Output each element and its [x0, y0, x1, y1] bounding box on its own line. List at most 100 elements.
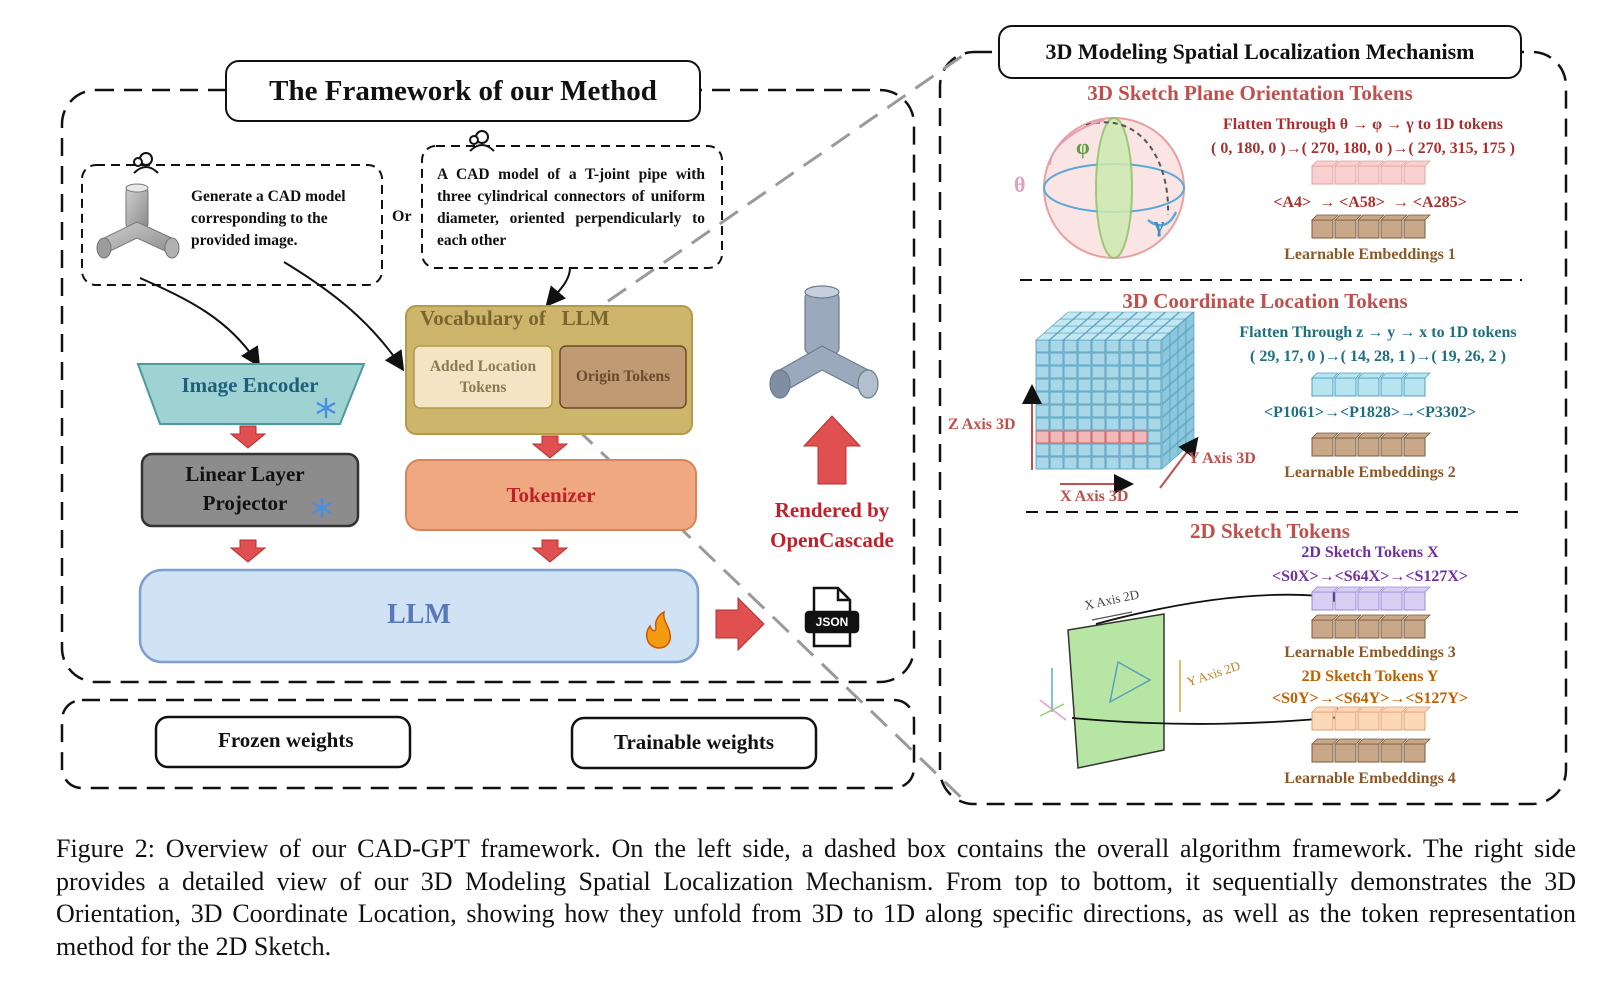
json-file-icon — [804, 586, 860, 648]
voxel-cell — [1091, 391, 1106, 405]
voxel-cell — [1119, 378, 1134, 392]
token-cell — [1311, 165, 1334, 185]
voxel-side — [1185, 350, 1195, 371]
voxel-cell — [1147, 443, 1162, 457]
token-cell — [1334, 219, 1357, 239]
voxel-cell — [1091, 404, 1106, 418]
trainable-legend-box — [570, 716, 818, 770]
added-location-tokens-block — [413, 345, 553, 409]
sketch-y-token-strip — [1311, 706, 1431, 731]
voxel-cell — [1035, 456, 1050, 470]
orientation-sphere — [1043, 117, 1185, 259]
voxel-top — [1157, 311, 1180, 320]
voxel-cell — [1049, 456, 1064, 470]
sketch-x-tokens: <S0X>→<S64X>→<S127X> — [1271, 568, 1469, 585]
token-cell — [1311, 711, 1334, 731]
token-cell — [1311, 619, 1334, 639]
token-cell — [1334, 591, 1357, 611]
voxel-cell — [1133, 378, 1148, 392]
token-cell-top — [1380, 214, 1408, 221]
voxel-cell — [1119, 339, 1134, 353]
token-cell-top — [1311, 614, 1339, 621]
voxel-cell — [1105, 365, 1120, 379]
mechanism-title: 3D Modeling Spatial Localization Mechani… — [998, 25, 1522, 79]
voxel-cell — [1105, 339, 1120, 353]
llm-label: LLM — [387, 599, 451, 630]
embedding-strip-4 — [1311, 738, 1431, 763]
coordinate-heading: 3D Coordinate Location Tokens — [1122, 288, 1408, 313]
voxel-cell — [1105, 456, 1120, 470]
token-cell — [1357, 377, 1380, 397]
token-cell — [1311, 743, 1334, 763]
added-location-tokens-label: Added Location Tokens — [429, 358, 537, 396]
token-cell — [1357, 591, 1380, 611]
token-cell — [1357, 437, 1380, 457]
voxel-cell — [1049, 404, 1064, 418]
coordinate-token-strip — [1311, 372, 1431, 397]
voxel-cell — [1063, 404, 1078, 418]
voxel-cell — [1147, 339, 1162, 353]
voxel-cell — [1133, 456, 1148, 470]
frozen-legend-box — [154, 715, 412, 769]
rendered-by-label: Rendered by OpenCascade — [770, 498, 894, 552]
red-arrow-down — [531, 435, 569, 459]
token-cell-top — [1357, 214, 1385, 221]
voxel-cell — [1091, 456, 1106, 470]
voxel-cell — [1133, 417, 1148, 431]
voxel-top — [1087, 311, 1110, 320]
voxel-cell — [1147, 352, 1162, 366]
token-cell-top — [1311, 372, 1339, 379]
or-label: Or — [392, 208, 412, 225]
coordinate-tokens: <P1061>→<P1828>→<P3302> — [1263, 404, 1477, 421]
token-cell-top — [1357, 706, 1385, 713]
voxel-cell — [1133, 404, 1148, 418]
zoom-line-bottom — [550, 403, 970, 806]
token-cell — [1380, 165, 1403, 185]
voxel-cell — [1063, 456, 1078, 470]
voxel-cell — [1063, 417, 1078, 431]
voxel-cell — [1049, 352, 1064, 366]
voxel-cell — [1091, 430, 1106, 444]
voxel-cell — [1035, 443, 1050, 457]
voxel-cell — [1119, 430, 1134, 444]
token-cell — [1311, 377, 1334, 397]
voxel-cell — [1035, 339, 1050, 353]
token-cell — [1357, 619, 1380, 639]
token-cell-top — [1403, 614, 1431, 621]
voxel-cell — [1077, 430, 1092, 444]
orientation-tokens: <A4> → <A58> → <A285> — [1273, 194, 1467, 211]
voxel-cell — [1119, 456, 1134, 470]
voxel-cell — [1091, 378, 1106, 392]
token-cell-top — [1311, 432, 1339, 439]
phi-label: φ — [1076, 134, 1090, 159]
token-cell-top — [1311, 586, 1339, 593]
token-cell-top — [1311, 214, 1339, 221]
voxel-cell — [1049, 417, 1064, 431]
voxel-side — [1185, 337, 1195, 358]
figure-caption: Figure 2: Overview of our CAD-GPT framew… — [56, 834, 1576, 961]
voxel-cell — [1105, 430, 1120, 444]
red-arrow-down — [229, 425, 267, 449]
snowflake-icon — [312, 498, 332, 518]
token-cell-top — [1357, 160, 1385, 167]
voxel-cell — [1133, 391, 1148, 405]
token-cell — [1311, 437, 1334, 457]
token-cell — [1334, 165, 1357, 185]
token-cell — [1403, 219, 1426, 239]
embedding-strip-3 — [1311, 614, 1431, 639]
red-arrow-down — [531, 539, 569, 563]
voxel-cell — [1105, 404, 1120, 418]
voxel-cell — [1077, 352, 1092, 366]
arrow-image-to-encoder — [139, 277, 261, 368]
token-cell — [1357, 219, 1380, 239]
embeddings-2-label: Learnable Embeddings 2 — [1284, 464, 1456, 481]
voxel-cell — [1105, 443, 1120, 457]
token-cell — [1357, 743, 1380, 763]
tokenizer-label: Tokenizer — [506, 482, 596, 507]
token-cell — [1403, 619, 1426, 639]
y-axis-arrow — [1159, 436, 1199, 489]
voxel-cell — [1133, 352, 1148, 366]
red-arrow-down — [229, 539, 267, 563]
voxel-cell — [1147, 378, 1162, 392]
token-cell-top — [1334, 738, 1362, 745]
